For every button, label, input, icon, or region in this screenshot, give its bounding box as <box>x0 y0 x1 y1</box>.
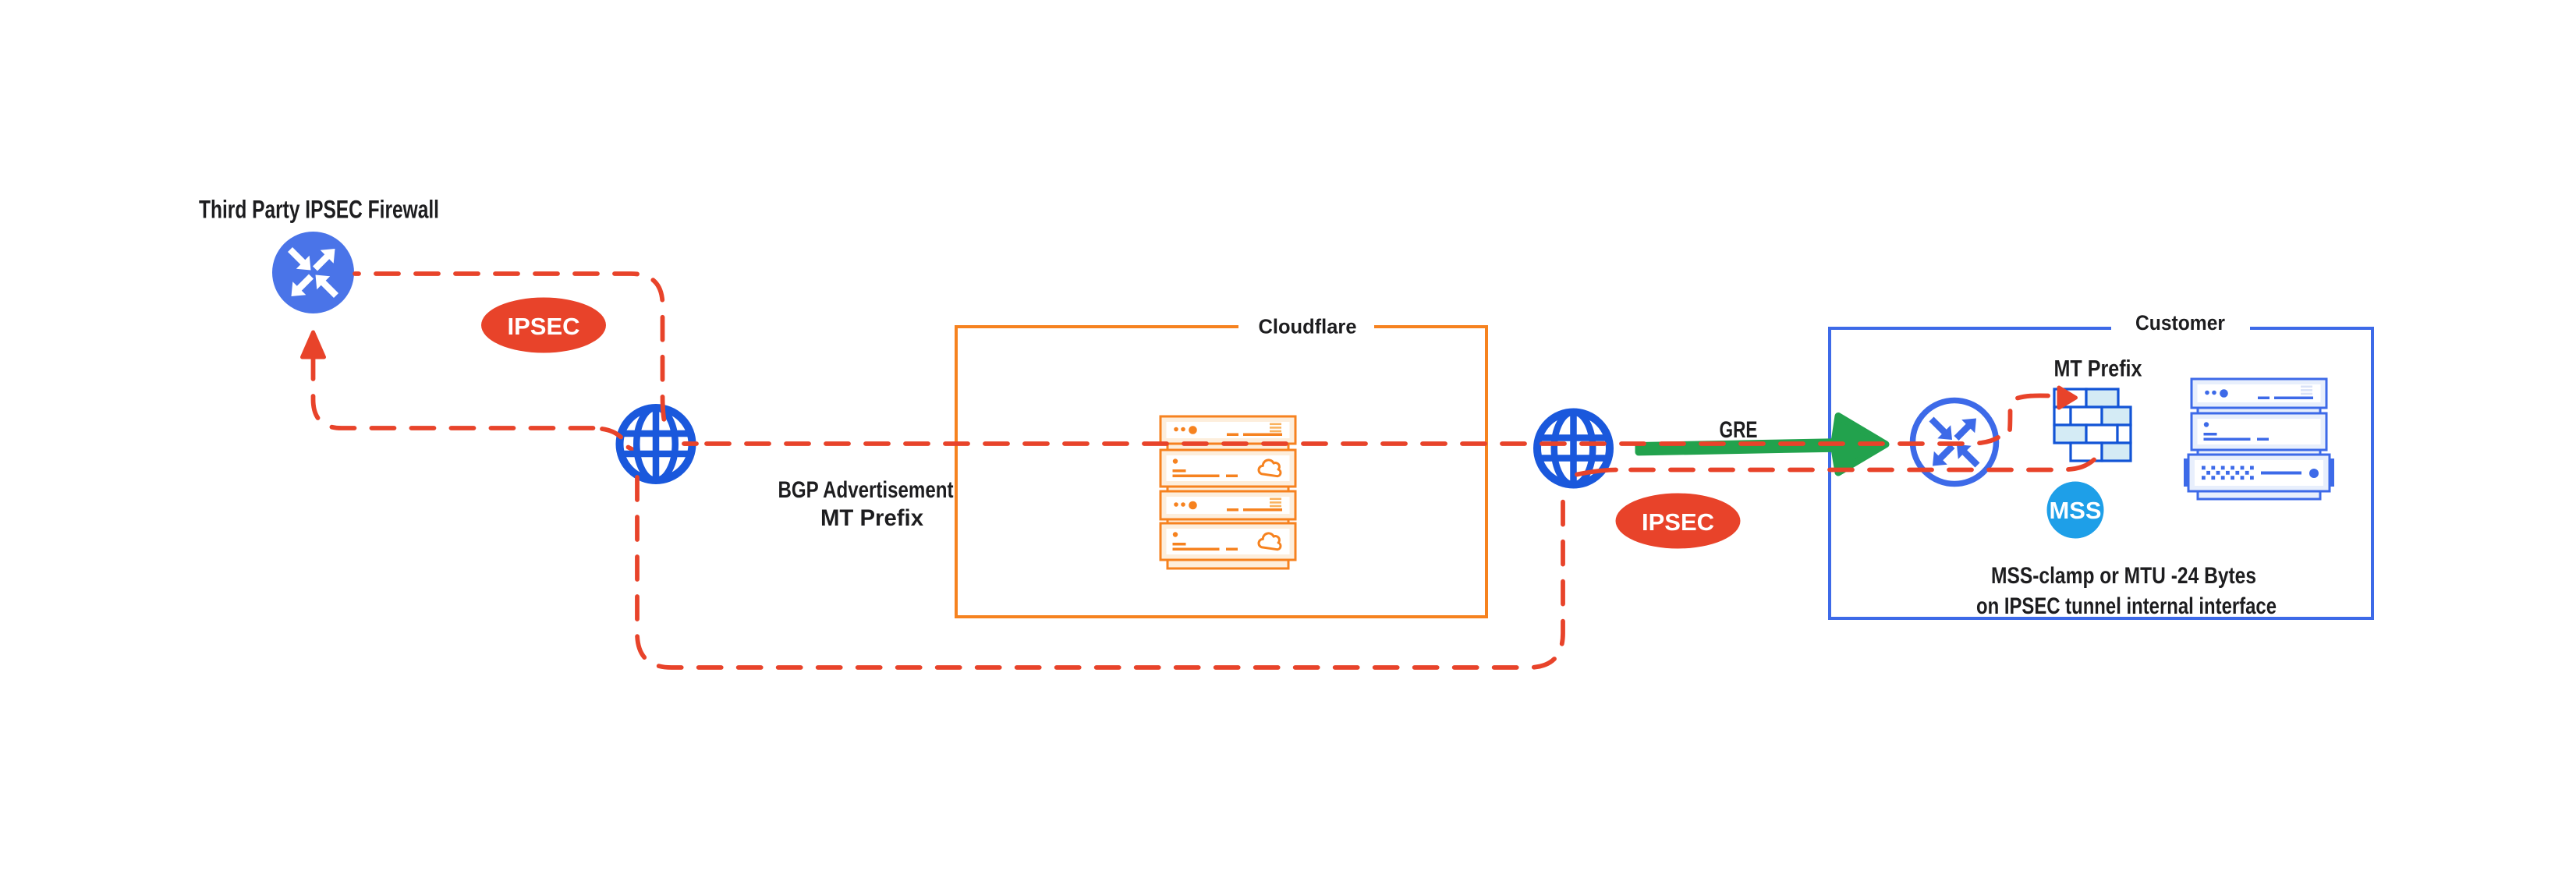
svg-text:on IPSEC tunnel internal inter: on IPSEC tunnel internal interface <box>1976 593 2277 619</box>
svg-text:BGP Advertisement: BGP Advertisement <box>778 477 954 503</box>
svg-text:MSS-clamp or MTU -24 Bytes: MSS-clamp or MTU -24 Bytes <box>1991 563 2256 589</box>
svg-text:IPSEC: IPSEC <box>508 313 580 340</box>
svg-text:MT Prefix: MT Prefix <box>2054 356 2142 382</box>
svg-text:MT Prefix: MT Prefix <box>820 505 923 531</box>
svg-text:IPSEC: IPSEC <box>1642 508 1714 536</box>
svg-text:Cloudflare: Cloudflare <box>1259 315 1357 338</box>
svg-text:Customer: Customer <box>2135 311 2225 335</box>
svg-text:GRE: GRE <box>1720 417 1758 443</box>
svg-text:Third Party IPSEC Firewall: Third Party IPSEC Firewall <box>199 196 439 224</box>
svg-text:MSS: MSS <box>2050 497 2102 524</box>
